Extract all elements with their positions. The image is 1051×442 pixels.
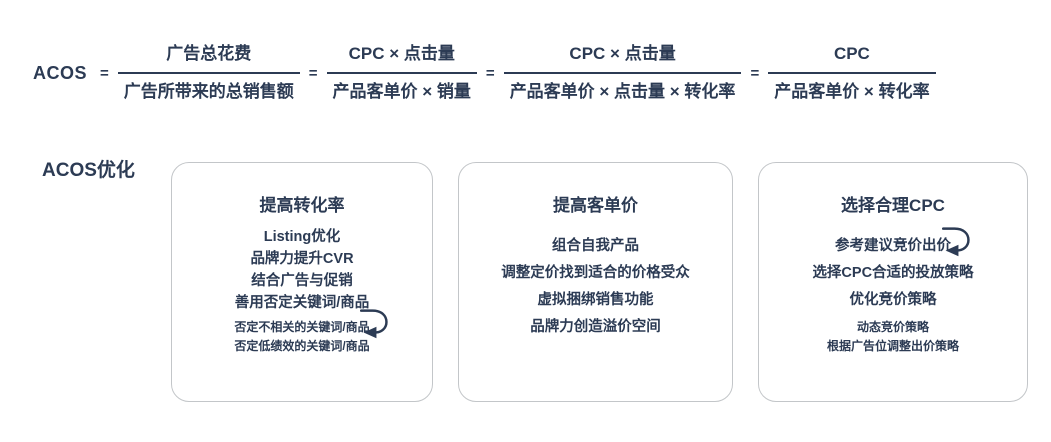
card-subitem: 否定不相关的关键词/商品 <box>234 320 370 334</box>
card-items: Listing优化 品牌力提升CVR 结合广告与促销 善用否定关键词/商品 <box>172 226 432 314</box>
u-turn-arrow-icon <box>360 309 388 339</box>
fraction-denominator: 产品客单价 × 转化率 <box>774 82 930 101</box>
card-title: 提高客单价 <box>553 196 638 215</box>
card-item: 品牌力创造溢价空间 <box>530 319 661 335</box>
card-subitems: 否定不相关的关键词/商品 否定低绩效的关键词/商品 <box>172 318 432 356</box>
card-item: 结合广告与促销 <box>251 273 353 289</box>
card-increase-order-value: 提高客单价 组合自我产品 调整定价找到适合的价格受众 虚拟捆绑销售功能 品牌力创… <box>458 162 733 402</box>
card-subitem: 动态竞价策略 <box>856 320 929 334</box>
card-title: 选择合理CPC <box>841 196 945 215</box>
u-turn-arrow-icon <box>942 227 970 257</box>
card-item: 品牌力提升CVR <box>250 251 354 267</box>
fraction-cpc-simplified: CPC 产品客单价 × 转化率 <box>768 40 936 106</box>
card-items: 参考建议竞价出价 选择CPC合适的投放策略 优化竞价策略 <box>759 233 1027 314</box>
equals-sign: = <box>750 64 760 82</box>
fraction-numerator: CPC × 点击量 <box>503 40 742 74</box>
card-item: 组合自我产品 <box>552 238 639 254</box>
card-subitem: 否定低绩效的关键词/商品 <box>234 339 370 353</box>
fraction-ad-spend: 广告总花费 广告所带来的总销售额 <box>117 40 300 106</box>
optimization-cards: 提高转化率 Listing优化 品牌力提升CVR 结合广告与促销 善用否定关键词… <box>171 162 1028 402</box>
card-subitems: 动态竞价策略 根据广告位调整出价策略 <box>759 318 1027 356</box>
section-label-acos-optimization: ACOS优化 <box>42 160 135 181</box>
card-item: 虚拟捆绑销售功能 <box>537 292 654 308</box>
card-item: 选择CPC合适的投放策略 <box>812 265 974 281</box>
card-item: 善用否定关键词/商品 <box>234 295 370 311</box>
fraction-cpc-clicks-cvr: CPC × 点击量 产品客单价 × 点击量 × 转化率 <box>503 40 742 106</box>
card-items: 组合自我产品 调整定价找到适合的价格受众 虚拟捆绑销售功能 品牌力创造溢价空间 <box>459 233 732 341</box>
acos-formula: ACOS = 广告总花费 广告所带来的总销售额 = CPC × 点击量 产品客单… <box>33 40 936 106</box>
card-improve-conversion-rate: 提高转化率 Listing优化 品牌力提升CVR 结合广告与促销 善用否定关键词… <box>171 162 433 402</box>
equals-sign: = <box>308 64 318 82</box>
card-item: 调整定价找到适合的价格受众 <box>501 265 690 281</box>
fraction-numerator: 广告总花费 <box>117 40 300 74</box>
card-choose-reasonable-cpc: 选择合理CPC 参考建议竞价出价 选择CPC合适的投放策略 优化竞价策略 动态竞… <box>758 162 1028 402</box>
fraction-numerator: CPC × 点击量 <box>326 40 477 74</box>
fraction-denominator: 广告所带来的总销售额 <box>123 82 294 101</box>
fraction-denominator: 产品客单价 × 点击量 × 转化率 <box>509 82 736 101</box>
card-item: 优化竞价策略 <box>849 292 937 308</box>
fraction-cpc-clicks-sales: CPC × 点击量 产品客单价 × 销量 <box>326 40 477 106</box>
equals-sign: = <box>100 64 109 82</box>
card-subitem: 根据广告位调整出价策略 <box>826 339 959 353</box>
card-item: Listing优化 <box>263 229 341 245</box>
fraction-denominator: 产品客单价 × 销量 <box>332 82 471 101</box>
card-title: 提高转化率 <box>259 196 345 215</box>
card-item: 参考建议竞价出价 <box>835 238 951 254</box>
formula-lhs: ACOS <box>33 62 88 83</box>
equals-sign: = <box>485 64 495 82</box>
fraction-numerator: CPC <box>768 40 936 74</box>
